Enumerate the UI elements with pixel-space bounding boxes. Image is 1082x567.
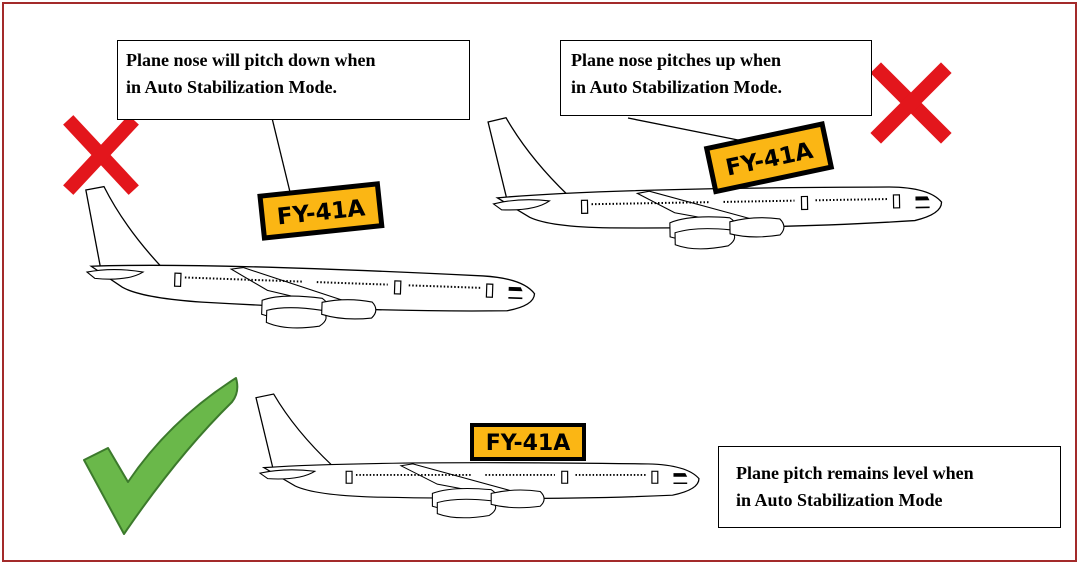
callout-pitch-up: Plane nose pitches up when in Auto Stabi… — [560, 40, 872, 116]
callout-text-line-1: Plane pitch remains level when — [736, 460, 1060, 487]
tail-number-tag-1: FY-41A — [260, 184, 382, 238]
cross-icon — [73, 125, 129, 185]
callout-text-line-1: Plane nose pitches up when — [571, 47, 871, 74]
callout-text-line-1: Plane nose will pitch down when — [126, 47, 469, 74]
tail-number-tag-3: FY-41A — [472, 425, 584, 459]
callout-pointer-2 — [628, 118, 748, 142]
callout-text-line-2: in Auto Stabilization Mode — [736, 487, 1060, 514]
tag-label: FY-41A — [486, 431, 571, 456]
callout-text-line-2: in Auto Stabilization Mode. — [126, 74, 469, 101]
checkmark-icon — [84, 378, 237, 534]
callout-pointer-1 — [272, 118, 290, 192]
tail-number-tag-2: FY-41A — [707, 124, 832, 192]
cross-icon — [881, 73, 941, 133]
callout-pitch-down: Plane nose will pitch down when in Auto … — [117, 40, 470, 120]
callout-level: Plane pitch remains level when in Auto S… — [718, 446, 1061, 528]
callout-text-line-2: in Auto Stabilization Mode. — [571, 74, 871, 101]
